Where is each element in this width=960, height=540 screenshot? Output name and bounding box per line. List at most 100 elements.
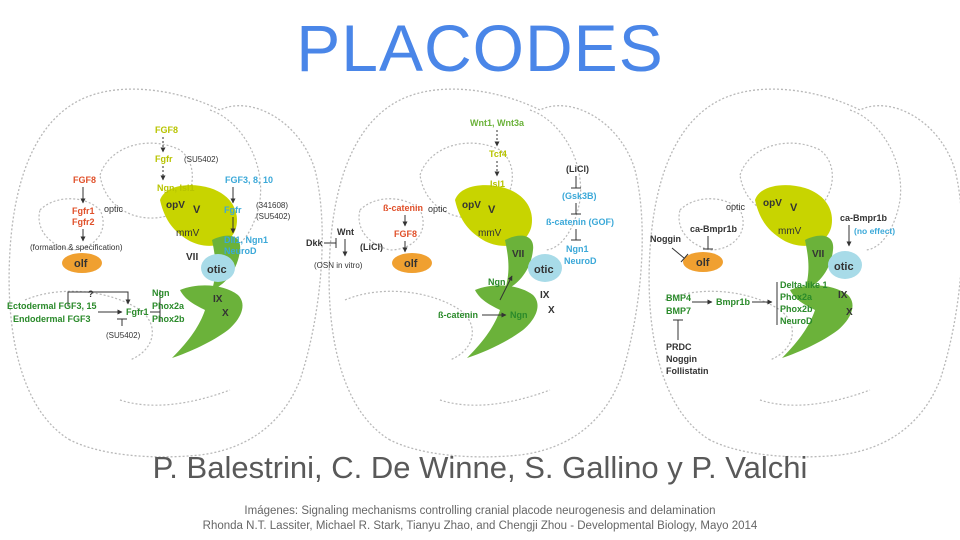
bcatenin-bottom: ß-catenin [438,310,478,320]
endodermal-fgf: Endodermal FGF3 [13,314,91,324]
embryo-outline-1 [8,88,323,458]
ca-bmpr1b-left: ca-Bmpr1b [690,224,738,234]
label-x: X [222,308,229,319]
label-otic-2: otic [534,264,554,276]
fgfr1-bottom: Fgfr1 [126,307,149,317]
ca-bmpr1b-right: ca-Bmpr1b [840,213,888,223]
cranial-ganglion-ix-x-3 [782,285,853,358]
trigeminal-placode-opv-2 [455,185,532,246]
label-vii-3: VII [812,249,824,260]
label-v-2: V [488,204,496,216]
question-mark: ? [88,289,94,299]
wnt-left: Wnt [337,227,354,237]
otic-placode [201,254,235,282]
su5402-right: (SU5402) [256,212,291,221]
ngn-bottom-p2: Ngn [510,310,528,320]
image-credit-line-2: Rhonda N.T. Lassiter, Michael R. Stark, … [202,520,758,532]
label-mmv: mmV [176,228,200,239]
label-opv-3: opV [763,198,782,209]
ngn-isl1: Ngn, Isl1 [157,183,195,193]
olfactory-placode-3 [683,252,723,272]
tcf4: Tcf4 [489,149,507,159]
trigeminal-placode-opv [160,185,237,246]
label-vii: VII [186,252,198,263]
no-effect: (no effect) [854,226,895,236]
dll1-ngn1: Dll1, Ngn1 [224,235,268,245]
label-otic: otic [207,264,227,276]
label-opv: opV [166,200,185,211]
label-optic: optic [104,204,124,214]
cranial-ganglion-ix-x-2 [467,285,538,358]
cranial-ganglion-vii-3 [805,235,834,290]
bmpr1b: Bmpr1b [716,297,751,307]
fgf8-p2: FGF8 [394,229,417,239]
fgf8-left: FGF8 [73,175,96,185]
embryo-outline-2 [328,88,643,458]
olfactory-placode-2 [392,253,432,273]
formation-specification: (formation & specification) [30,243,123,252]
label-x-2: X [548,305,555,316]
label-optic-3: optic [726,202,746,212]
phox2b-p3: Phox2b [780,304,813,314]
gsk3b: (Gsk3B) [562,191,597,201]
fgf8-top: FGF8 [155,125,178,135]
label-ix-2: IX [540,290,550,301]
phox2b-p1: Phox2b [152,314,185,324]
noggin-top: Noggin [650,234,681,244]
panel-3-bmp-signaling: opV V mmV optic VII otic IX X olf ca-Bmp… [648,88,960,458]
ectodermal-fgf: Ectodermal FGF3, 15 [7,301,97,311]
phox2a-p1: Phox2a [152,301,185,311]
fgfr-top: Fgfr [155,154,173,164]
label-v: V [193,204,201,216]
fgf3-8-10: FGF3, 8, 10 [225,175,273,185]
cranial-ganglion-ix-x [172,285,243,358]
image-credit-line-1: Imágenes: Signaling mechanisms controlli… [244,505,716,517]
label-v-3: V [790,202,798,214]
trigeminal-placode-opv-3 [755,185,832,246]
bcatenin-left: ß-catenin [383,203,423,213]
label-mmv-3: mmV [778,226,802,237]
ngn-mid-p2: Ngn [488,277,506,287]
su5402-top: (SU5402) [184,155,219,164]
label-x-3: X [846,307,853,318]
ngn-p1: Ngn [152,288,170,298]
page-title: PLACODES [296,11,664,85]
neurod-p3: NeuroD [780,316,813,326]
label-olf-3: olf [696,257,710,269]
inh-341608: (341608) [256,201,288,210]
label-opv-2: opV [462,200,481,211]
su5402-bottom: (SU5402) [106,331,141,340]
bmp4: BMP4 [666,293,691,303]
isl1: Isl1 [490,179,505,189]
follistatin: Follistatin [666,366,709,376]
phox2a-p3: Phox2a [780,292,813,302]
wnt1-wnt3a: Wnt1, Wnt3a [470,118,525,128]
label-olf-2: olf [404,258,418,270]
authors-line: P. Balestrini, C. De Winne, S. Gallino y… [152,450,808,485]
prdc: PRDC [666,342,692,352]
licl-top: (LiCl) [566,164,589,174]
label-optic-2: optic [428,204,448,214]
fgfr1-left: Fgfr1 [72,206,95,216]
label-olf: olf [74,258,88,270]
label-otic-3: otic [834,261,854,273]
label-vii-2: VII [512,249,524,260]
otic-placode-3 [828,251,862,279]
noggin-bottom: Noggin [666,354,697,364]
bmp7: BMP7 [666,306,691,316]
label-mmv-2: mmV [478,228,502,239]
panel-2-wnt-signaling: opV V mmV optic VII otic IX X olf Wnt1, … [306,88,643,458]
bcatenin-gof: ß-catenin (GOF) [546,217,614,227]
ngn1-p2: Ngn1 [566,244,589,254]
delta-like-1: Delta-like 1 [780,280,828,290]
dkk: Dkk [306,238,324,248]
otic-placode-2 [528,254,562,282]
fgfr2-left: Fgfr2 [72,217,95,227]
osn-in-vitro: (OSN in vitro) [314,261,363,270]
fgfr-right: Fgfr [224,205,242,215]
licl-left: (LiCl) [360,242,383,252]
label-ix: IX [213,294,223,305]
label-ix-3: IX [838,290,848,301]
neurod-p2: NeuroD [564,256,597,266]
